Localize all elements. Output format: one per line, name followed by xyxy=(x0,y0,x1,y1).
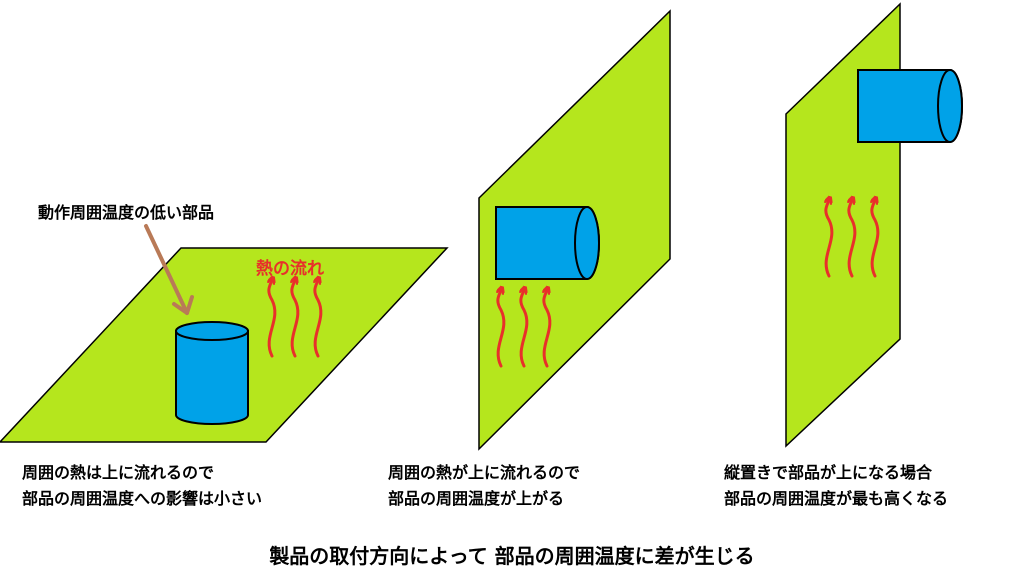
pointer-arrow-head xyxy=(172,295,194,315)
heat-flow-arrows-3 xyxy=(826,200,880,278)
caption-vertical-top-line1: 縦置きで部品が上になる場合 xyxy=(724,463,933,482)
horizontal-cylinder-part-middle xyxy=(495,206,600,280)
caption-vertical-middle-line1: 周囲の熱が上に流れるので xyxy=(388,463,581,482)
horizontal-board-panel xyxy=(0,224,449,443)
caption-horizontal-line1: 周囲の熱は上に流れるので xyxy=(22,463,215,482)
caption-horizontal-line2: 部品の周囲温度への影響は小さい xyxy=(22,489,263,508)
upright-cylinder-part xyxy=(175,321,249,425)
caption-vertical-middle-line2: 部品の周囲温度が上がる xyxy=(388,489,565,508)
vertical-board-middle-panel xyxy=(478,9,671,451)
heat-flow-arrows-1 xyxy=(269,280,323,358)
heat-flow-label: 熱の流れ xyxy=(256,259,324,279)
pointer-arrow xyxy=(144,224,189,315)
caption-horizontal: 周囲の熱は上に流れるので 部品の周囲温度への影響は小さい xyxy=(22,460,262,512)
caption-vertical-top-line2: 部品の周囲温度が最も高くなる xyxy=(724,489,949,508)
caption-vertical-top: 縦置きで部品が上になる場合 部品の周囲温度が最も高くなる xyxy=(724,460,948,512)
vertical-board-top-panel xyxy=(785,2,963,448)
footer-conclusion: 製品の取付方向によって 部品の周囲温度に差が生じる xyxy=(269,544,755,568)
heat-flow-arrows-2 xyxy=(498,290,552,368)
low-temp-part-label: 動作周囲温度の低い部品 xyxy=(38,203,215,222)
caption-vertical-middle: 周囲の熱が上に流れるので 部品の周囲温度が上がる xyxy=(388,460,580,512)
horizontal-cylinder-part-top xyxy=(857,69,963,143)
